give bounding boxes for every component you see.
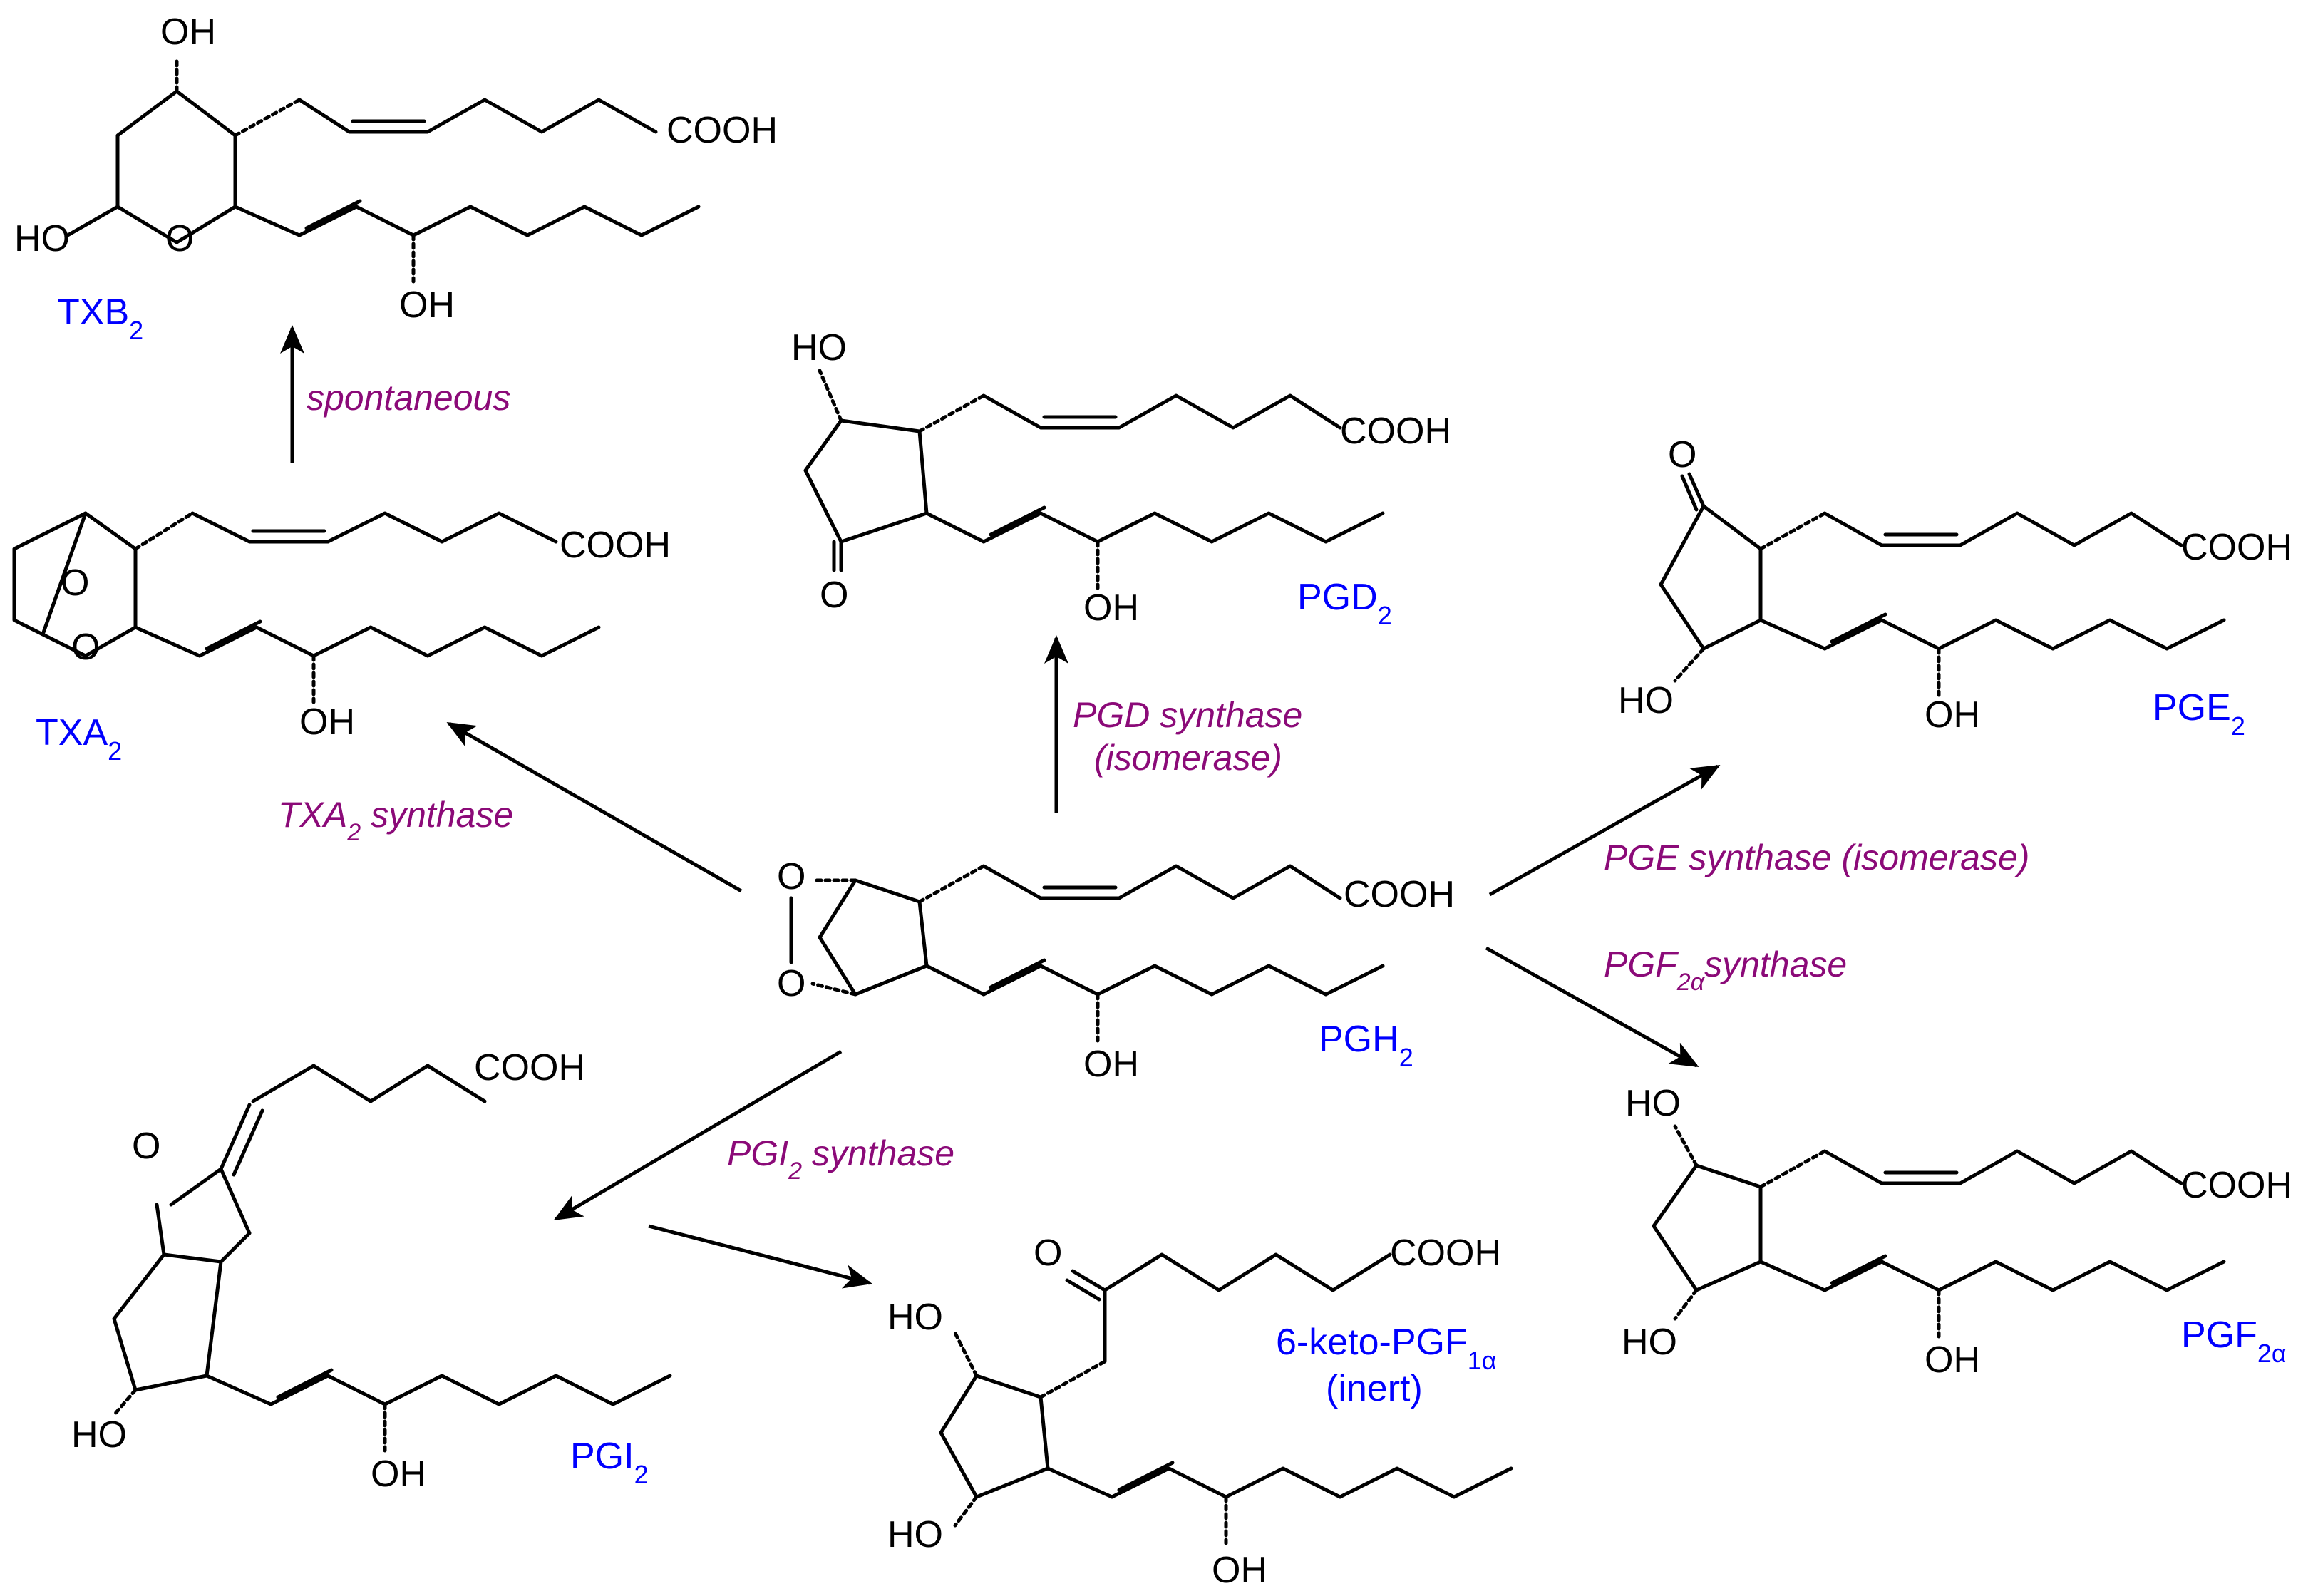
pgi2-cooh: COOH	[474, 1047, 585, 1088]
txb2-ho-left: HO	[14, 218, 70, 259]
pgi2-ho: HO	[71, 1414, 127, 1456]
pgh2-peroxide-o2: O	[777, 963, 805, 1004]
pgh2-structure	[789, 864, 1385, 1043]
keto-label: 6-keto-PGF1α	[1276, 1322, 1497, 1375]
pge2-keto-o: O	[1668, 434, 1696, 475]
enzyme-pgf2a-synthase: PGF2αsynthase	[1604, 944, 1847, 996]
txb2-oh-top: OH	[160, 11, 216, 53]
enzyme-spontaneous: spontaneous	[307, 378, 510, 418]
enzyme-pgd-synthase: PGD synthase	[1073, 695, 1302, 735]
pgh2-oh: OH	[1083, 1044, 1139, 1085]
keto-ho-top: HO	[887, 1297, 943, 1338]
enzyme-txa2-synthase: TXA2 synthase	[278, 795, 513, 846]
pgh2-cooh: COOH	[1344, 874, 1455, 915]
pgh2-label: PGH2	[1319, 1019, 1413, 1072]
pgd2-cooh: COOH	[1340, 411, 1451, 452]
pgf2a-ho-top: HO	[1625, 1083, 1681, 1124]
enzyme-pgi2-synthase: PGI2 synthase	[727, 1133, 954, 1185]
pge2-structure	[1659, 472, 2226, 697]
pgi2-ring-o: O	[132, 1126, 160, 1167]
txb2-ring-o: O	[165, 218, 194, 259]
arrow-txa2-synthase	[446, 721, 743, 893]
enzyme-pgd-isomerase: (isomerase)	[1094, 738, 1282, 778]
txa2-label: TXA2	[36, 712, 122, 766]
pgi2-oh: OH	[371, 1453, 426, 1495]
txa2-cooh: COOH	[560, 525, 671, 566]
arrow-pgf2a-synthase	[1485, 946, 1699, 1068]
pgd2-structure	[803, 369, 1385, 590]
arrow-pgi2-synthase	[553, 1049, 843, 1221]
pgd2-label: PGD2	[1297, 577, 1392, 630]
pgd2-keto-o: O	[820, 575, 848, 616]
pgf2a-structure	[1652, 1124, 2226, 1339]
pgf2a-ho-bottom: HO	[1622, 1322, 1677, 1363]
txa2-ring-o: O	[71, 627, 100, 668]
pge2-cooh: COOH	[2181, 527, 2292, 568]
keto-cooh: COOH	[1390, 1232, 1501, 1274]
arrow-pge-synthase	[1488, 764, 1721, 897]
keto-ho-bottom: HO	[887, 1514, 943, 1555]
txb2-structure	[66, 56, 701, 284]
pgf2a-cooh: COOH	[2181, 1165, 2292, 1206]
keto-oh: OH	[1212, 1550, 1267, 1591]
txb2-cooh: COOH	[666, 110, 778, 151]
pge2-ho: HO	[1618, 680, 1674, 721]
txa2-oh: OH	[299, 701, 355, 743]
pge2-label: PGE2	[2153, 687, 2245, 741]
pgd2-ho: HO	[791, 327, 847, 369]
pgi2-structure	[112, 1064, 672, 1453]
keto-inert-note: (inert)	[1326, 1368, 1423, 1409]
enzyme-pge-synthase: PGE synthase (isomerase)	[1604, 838, 2029, 877]
pgd2-oh: OH	[1083, 587, 1139, 629]
txa2-bridge-o: O	[61, 562, 89, 604]
pge2-oh: OH	[1925, 694, 1980, 736]
keto-pgf1a-structure	[939, 1252, 1513, 1545]
txb2-label: TXB2	[57, 292, 143, 345]
pgf2a-label: PGF2α	[2181, 1314, 2287, 1368]
pgi2-label: PGI2	[570, 1436, 649, 1489]
arrow-spontaneous-hydrolysis	[648, 1224, 872, 1289]
txa2-structure	[12, 511, 601, 704]
pgh2-peroxide-o1: O	[777, 856, 805, 897]
keto-o: O	[1034, 1232, 1062, 1274]
txb2-oh-bottom: OH	[399, 284, 455, 326]
pgf2a-oh: OH	[1925, 1339, 1980, 1381]
